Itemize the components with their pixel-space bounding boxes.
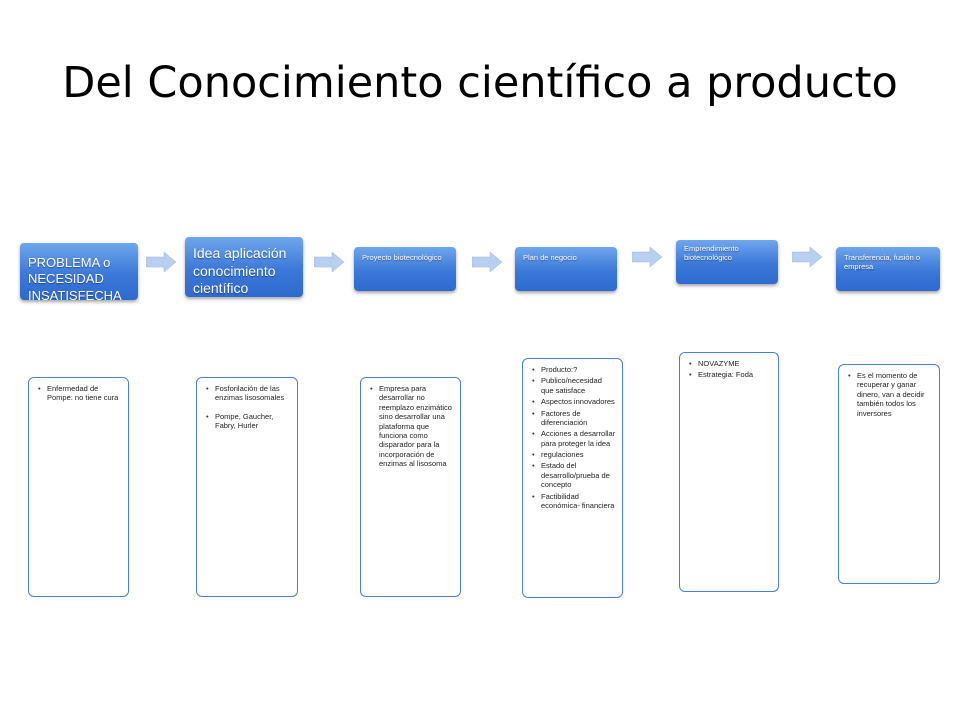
list-item: Es el momento de recuperar y ganar diner… [848, 371, 933, 418]
detail-card-business-plan: Producto:? Publico/necesidad que satisfa… [522, 358, 623, 598]
stage-entrepreneurship-label: Emprendimiento biotecnológico [684, 244, 739, 263]
arrow-right-icon [314, 252, 344, 272]
list-item: Estado del desarrollo/prueba de concepto [532, 461, 616, 489]
list-item: Acciones a desarrollar para proteger la … [532, 429, 616, 448]
stage-transfer[interactable]: Transferencia, fusión o empresa [836, 247, 940, 291]
stage-project-label: Proyecto biotecnológico [362, 253, 442, 262]
stage-transfer-label: Transferencia, fusión o empresa [844, 253, 921, 272]
stage-business-plan[interactable]: Plan de negocio [515, 247, 617, 291]
arrow-right-icon [472, 252, 502, 272]
arrow-right-icon [792, 247, 822, 267]
arrow-right-icon [632, 247, 662, 267]
detail-card-project: Empresa para desarrollar no reemplazo en… [360, 377, 461, 597]
list-item: Fosforilación de las enzimas lisosomales [206, 384, 291, 403]
detail-card-entrepreneurship: NOVAZYME Estrategia: Foda [679, 352, 779, 592]
stage-entrepreneurship[interactable]: Emprendimiento biotecnológico [676, 240, 778, 284]
stage-business-plan-label: Plan de negocio [523, 253, 577, 262]
detail-card-transfer: Es el momento de recuperar y ganar diner… [838, 364, 940, 584]
detail-list: Empresa para desarrollar no reemplazo en… [365, 384, 454, 468]
arrow-right-icon [146, 252, 176, 272]
stage-idea-label: Idea aplicación conocimiento científico [193, 245, 287, 296]
detail-list: Enfermedad de Pompe: no tiene cura [33, 384, 122, 403]
detail-list: Producto:? Publico/necesidad que satisfa… [527, 365, 616, 510]
list-item: Producto:? [532, 365, 616, 375]
stage-problem-label: PROBLEMA o NECESIDAD INSATISFECHA [28, 255, 122, 300]
stage-idea[interactable]: Idea aplicación conocimiento científico [185, 237, 303, 297]
detail-list: NOVAZYME Estrategia: Foda [684, 359, 772, 380]
detail-list: Es el momento de recuperar y ganar diner… [843, 371, 933, 418]
list-item: Enfermedad de Pompe: no tiene cura [38, 384, 122, 403]
list-item: Pompe, Gaucher, Fabry, Hurler [206, 412, 291, 431]
slide-title: Del Conocimiento científico a producto [62, 58, 898, 108]
list-item: Publico/necesidad que satisface [532, 376, 616, 395]
list-item: Empresa para desarrollar no reemplazo en… [370, 384, 454, 468]
list-item: Aspectos innovadores [532, 397, 616, 407]
list-item: Factibilidad económica- financiera [532, 492, 616, 511]
detail-card-idea: Fosforilación de las enzimas lisosomales… [196, 377, 298, 597]
list-item: regulaciones [532, 450, 616, 460]
detail-list: Fosforilación de las enzimas lisosomales… [201, 384, 291, 431]
stage-project[interactable]: Proyecto biotecnológico [354, 247, 456, 291]
list-item: Factores de diferenciación [532, 409, 616, 428]
stage-problem[interactable]: PROBLEMA o NECESIDAD INSATISFECHA [20, 243, 138, 300]
detail-card-problem: Enfermedad de Pompe: no tiene cura [28, 377, 129, 597]
list-item: Estrategia: Foda [689, 370, 772, 380]
list-item: NOVAZYME [689, 359, 772, 369]
